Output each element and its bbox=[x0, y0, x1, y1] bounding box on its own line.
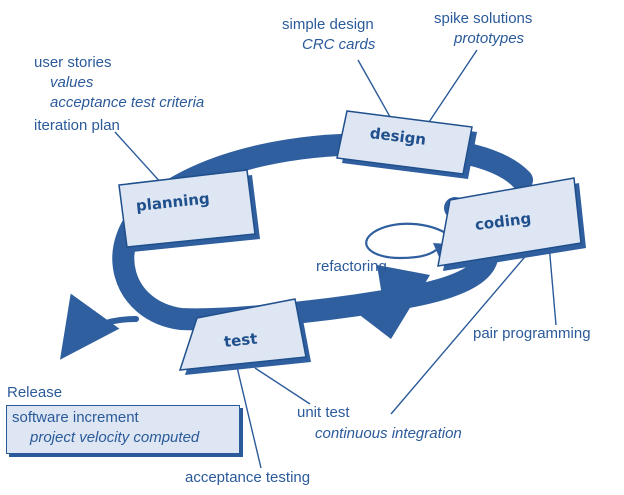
unit-test-label: unit test bbox=[297, 404, 350, 421]
project-velocity-computed-label: project velocity computed bbox=[30, 429, 200, 446]
continuous-integration-callout-line bbox=[390, 237, 542, 415]
iteration-plan-label: iteration plan bbox=[34, 117, 120, 134]
spike-solutions-label: spike solutions bbox=[434, 10, 533, 27]
user-stories-label: user stories bbox=[34, 54, 112, 71]
coding-box bbox=[437, 177, 582, 267]
release-arrow bbox=[59, 293, 139, 360]
spike-callout-line bbox=[424, 49, 478, 129]
acceptance-test-criteria-label: acceptance test criteria bbox=[50, 94, 205, 111]
continuous-integration-label: continuous integration bbox=[315, 425, 462, 442]
simple-design-label: simple design bbox=[282, 16, 374, 33]
refactoring-loop bbox=[365, 222, 451, 260]
acceptance-testing-callout-line bbox=[236, 366, 262, 469]
test-label: test bbox=[223, 329, 259, 351]
values-label: values bbox=[50, 74, 94, 91]
release-title: Release bbox=[7, 384, 63, 401]
refactoring-label: refactoring bbox=[316, 258, 387, 275]
software-increment-label: software increment bbox=[12, 409, 139, 426]
planning-box bbox=[118, 169, 256, 248]
design-box bbox=[336, 110, 473, 175]
pair-programming-label: pair programming bbox=[473, 325, 591, 342]
prototypes-label: prototypes bbox=[454, 30, 525, 47]
cycle-arrow-head bbox=[344, 265, 430, 339]
acceptance-testing-label: acceptance testing bbox=[185, 469, 311, 486]
unit-test-callout-line bbox=[254, 367, 311, 405]
crc-cards-label: CRC cards bbox=[302, 36, 376, 53]
release-box bbox=[6, 405, 240, 454]
test-box bbox=[178, 298, 307, 371]
